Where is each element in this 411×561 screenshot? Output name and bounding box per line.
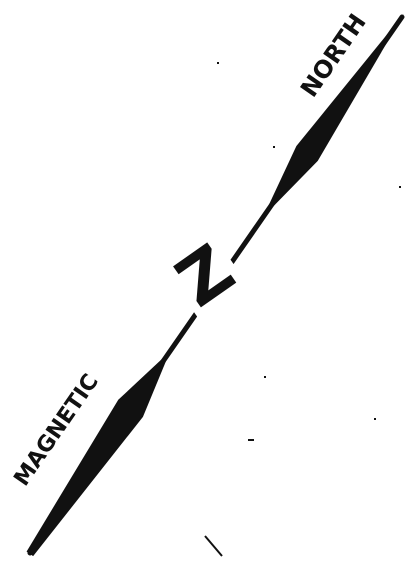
speck (374, 418, 376, 420)
stray-mark (205, 536, 222, 556)
speck (217, 62, 219, 64)
speck (399, 186, 401, 188)
center-letter: Z (163, 230, 249, 323)
center-letter-group: Z (158, 227, 252, 326)
speck (264, 376, 266, 378)
speck (248, 439, 254, 441)
scan-specks (217, 62, 401, 441)
speck (273, 146, 275, 148)
